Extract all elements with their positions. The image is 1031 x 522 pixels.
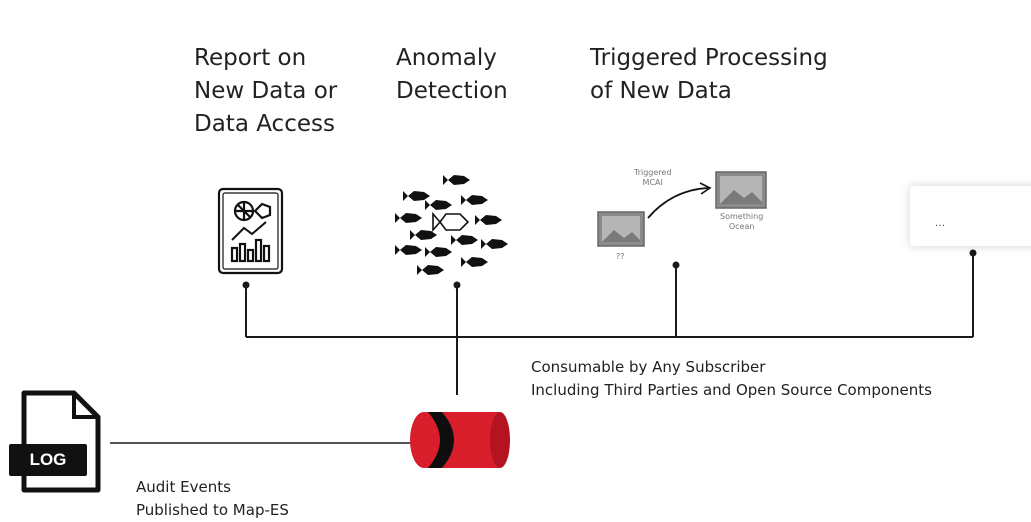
report-heading: Report on New Data or Data Access (194, 42, 337, 141)
triggered-heading: Triggered Processing of New Data (590, 42, 828, 108)
processing-target-thumbnail (715, 171, 767, 209)
subscriber-note-line-2: Including Third Parties and Open Source … (531, 381, 932, 399)
audit-caption-line-2: Published to Map-ES (136, 501, 289, 519)
additional-subscriber-label: ... (934, 216, 946, 229)
subscriber-bus (245, 253, 974, 395)
anomaly-heading-line-1: Anomaly (396, 45, 497, 71)
triggered-arrow-label-line-2: MCAI (642, 178, 663, 187)
processing-target-label: Something Ocean (720, 212, 763, 232)
report-dashboard-icon (217, 187, 284, 275)
report-heading-line-1: Report on (194, 45, 307, 71)
processing-source-thumbnail (597, 211, 645, 247)
processing-source-label: ?? (616, 252, 625, 261)
audit-caption: Audit Events Published to Map-ES (136, 476, 289, 522)
triggered-arrow-label: Triggered MCAI (634, 168, 671, 188)
event-stream-cylinder-icon (410, 412, 510, 468)
triggered-arrow-label-line-1: Triggered (634, 168, 672, 177)
processing-target-label-line-2: Ocean (728, 222, 755, 231)
anomaly-heading-line-2: Detection (396, 78, 508, 104)
fish-school-anomaly-icon (395, 175, 508, 275)
processing-target-label-line-1: Something (720, 212, 764, 221)
triggered-arrow (647, 182, 712, 219)
report-heading-line-3: Data Access (194, 111, 335, 137)
connector-dots (242, 249, 977, 289)
log-file-icon (9, 390, 101, 493)
report-heading-line-2: New Data or (194, 78, 338, 104)
additional-subscriber-box: ... (910, 186, 1031, 246)
anomaly-fish-outline (432, 211, 470, 233)
subscriber-note-line-1: Consumable by Any Subscriber (531, 358, 766, 376)
audit-caption-line-1: Audit Events (136, 478, 231, 496)
anomaly-heading: Anomaly Detection (396, 42, 508, 108)
subscriber-note: Consumable by Any Subscriber Including T… (531, 356, 932, 402)
triggered-heading-line-2: of New Data (590, 78, 732, 104)
log-label: LOG (29, 450, 67, 469)
triggered-heading-line-1: Triggered Processing (590, 45, 828, 71)
